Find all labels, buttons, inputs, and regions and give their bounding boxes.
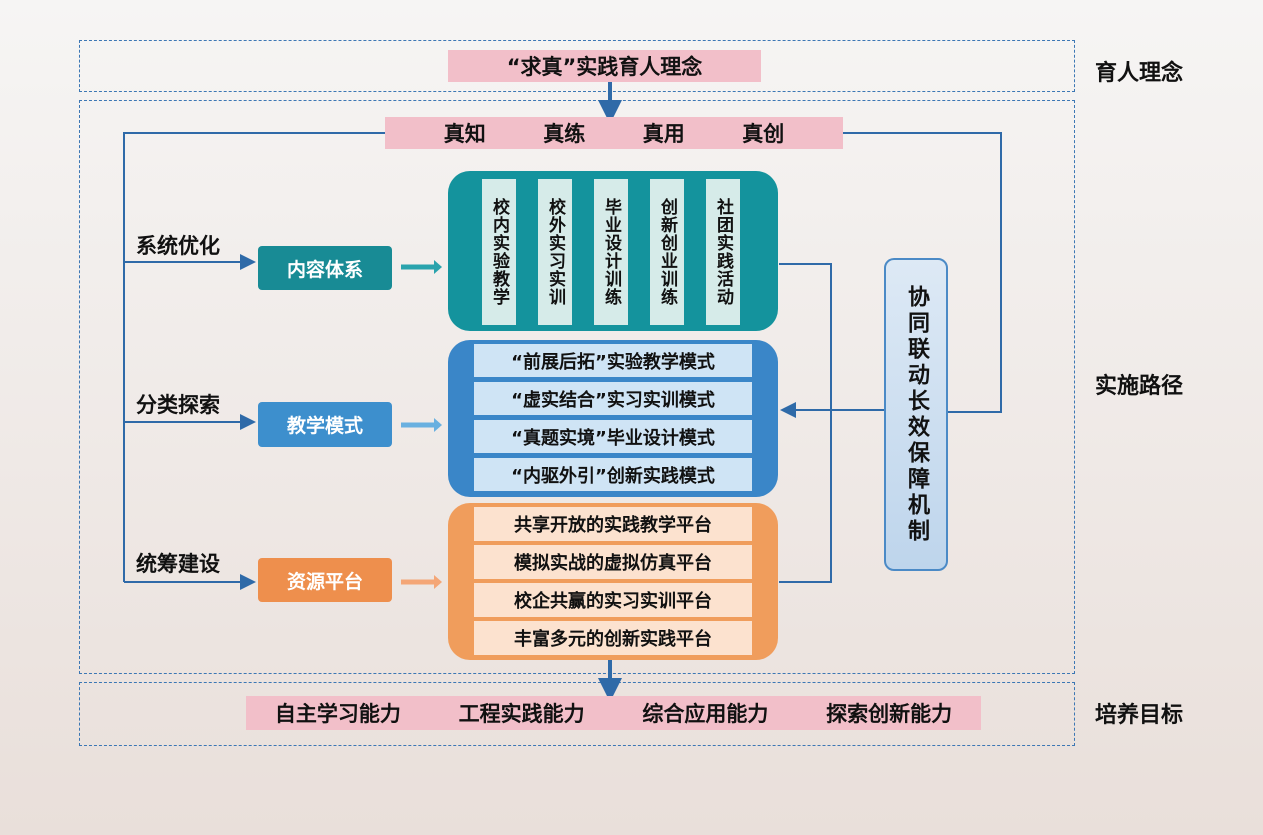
content-feedback-line	[779, 263, 832, 583]
left-bracket-line	[123, 132, 385, 582]
branch-label-classify: 分类探索	[136, 393, 220, 417]
concept-frame	[79, 40, 1075, 92]
content-column: 创新创业训练	[650, 179, 684, 325]
content-column: 毕业设计训练	[594, 179, 628, 325]
concept-side-label: 育人理念	[1095, 61, 1184, 86]
branch-label-system: 系统优化	[136, 234, 220, 258]
goal-side-label: 培养目标	[1095, 703, 1184, 728]
ability-item: 自主学习能力	[274, 702, 401, 726]
mechanism-box: 协同联动长效保障机制	[884, 258, 948, 571]
goal-frame	[79, 682, 1075, 746]
right-bracket-line	[843, 132, 1002, 413]
platform-row: 共享开放的实践教学平台	[474, 507, 752, 541]
teaching-mode-button[interactable]: 教学模式	[258, 402, 392, 447]
content-arrow-head	[434, 260, 442, 274]
goal-bar: 自主学习能力 工程实践能力 综合应用能力 探索创新能力	[246, 696, 981, 730]
concept-title: “求真”实践育人理念	[448, 50, 761, 82]
content-column: 社团实践活动	[706, 179, 740, 325]
teaching-mode-row: “虚实结合”实习实训模式	[474, 382, 752, 415]
resource-platform-panel: 共享开放的实践教学平台 模拟实战的虚拟仿真平台 校企共赢的实习实训平台 丰富多元…	[448, 503, 778, 660]
truths-bar: 真知 真练 真用 真创	[385, 117, 843, 149]
path-frame	[79, 100, 1075, 674]
truth-item: 真练	[543, 122, 586, 146]
ability-item: 综合应用能力	[642, 702, 769, 726]
teaching-mode-row: “内驱外引”创新实践模式	[474, 458, 752, 491]
content-column: 校外实习实训	[538, 179, 572, 325]
teaching-mode-row: “真题实境”毕业设计模式	[474, 420, 752, 453]
ability-item: 探索创新能力	[826, 702, 953, 726]
ability-item: 工程实践能力	[458, 702, 585, 726]
branch-label-coordinate: 统筹建设	[136, 552, 220, 576]
truth-item: 真用	[642, 122, 685, 146]
teaching-mode-panel: “前展后拓”实验教学模式 “虚实结合”实习实训模式 “真题实境”毕业设计模式 “…	[448, 340, 778, 497]
truth-item: 真创	[742, 122, 785, 146]
teaching-mode-row: “前展后拓”实验教学模式	[474, 344, 752, 377]
truth-item: 真知	[443, 122, 486, 146]
content-system-panel: 校内实验教学 校外实习实训 毕业设计训练 创新创业训练 社团实践活动	[448, 171, 778, 331]
resource-arrow-head	[434, 575, 442, 589]
mechanism-text: 协同联动长效保障机制	[904, 284, 929, 545]
content-system-button[interactable]: 内容体系	[258, 246, 392, 290]
platform-row: 丰富多元的创新实践平台	[474, 621, 752, 655]
content-column: 校内实验教学	[482, 179, 516, 325]
teaching-arrow-head	[434, 418, 442, 432]
platform-row: 校企共赢的实习实训平台	[474, 583, 752, 617]
resource-platform-button[interactable]: 资源平台	[258, 558, 392, 602]
path-side-label: 实施路径	[1095, 374, 1184, 399]
platform-row: 模拟实战的虚拟仿真平台	[474, 545, 752, 579]
